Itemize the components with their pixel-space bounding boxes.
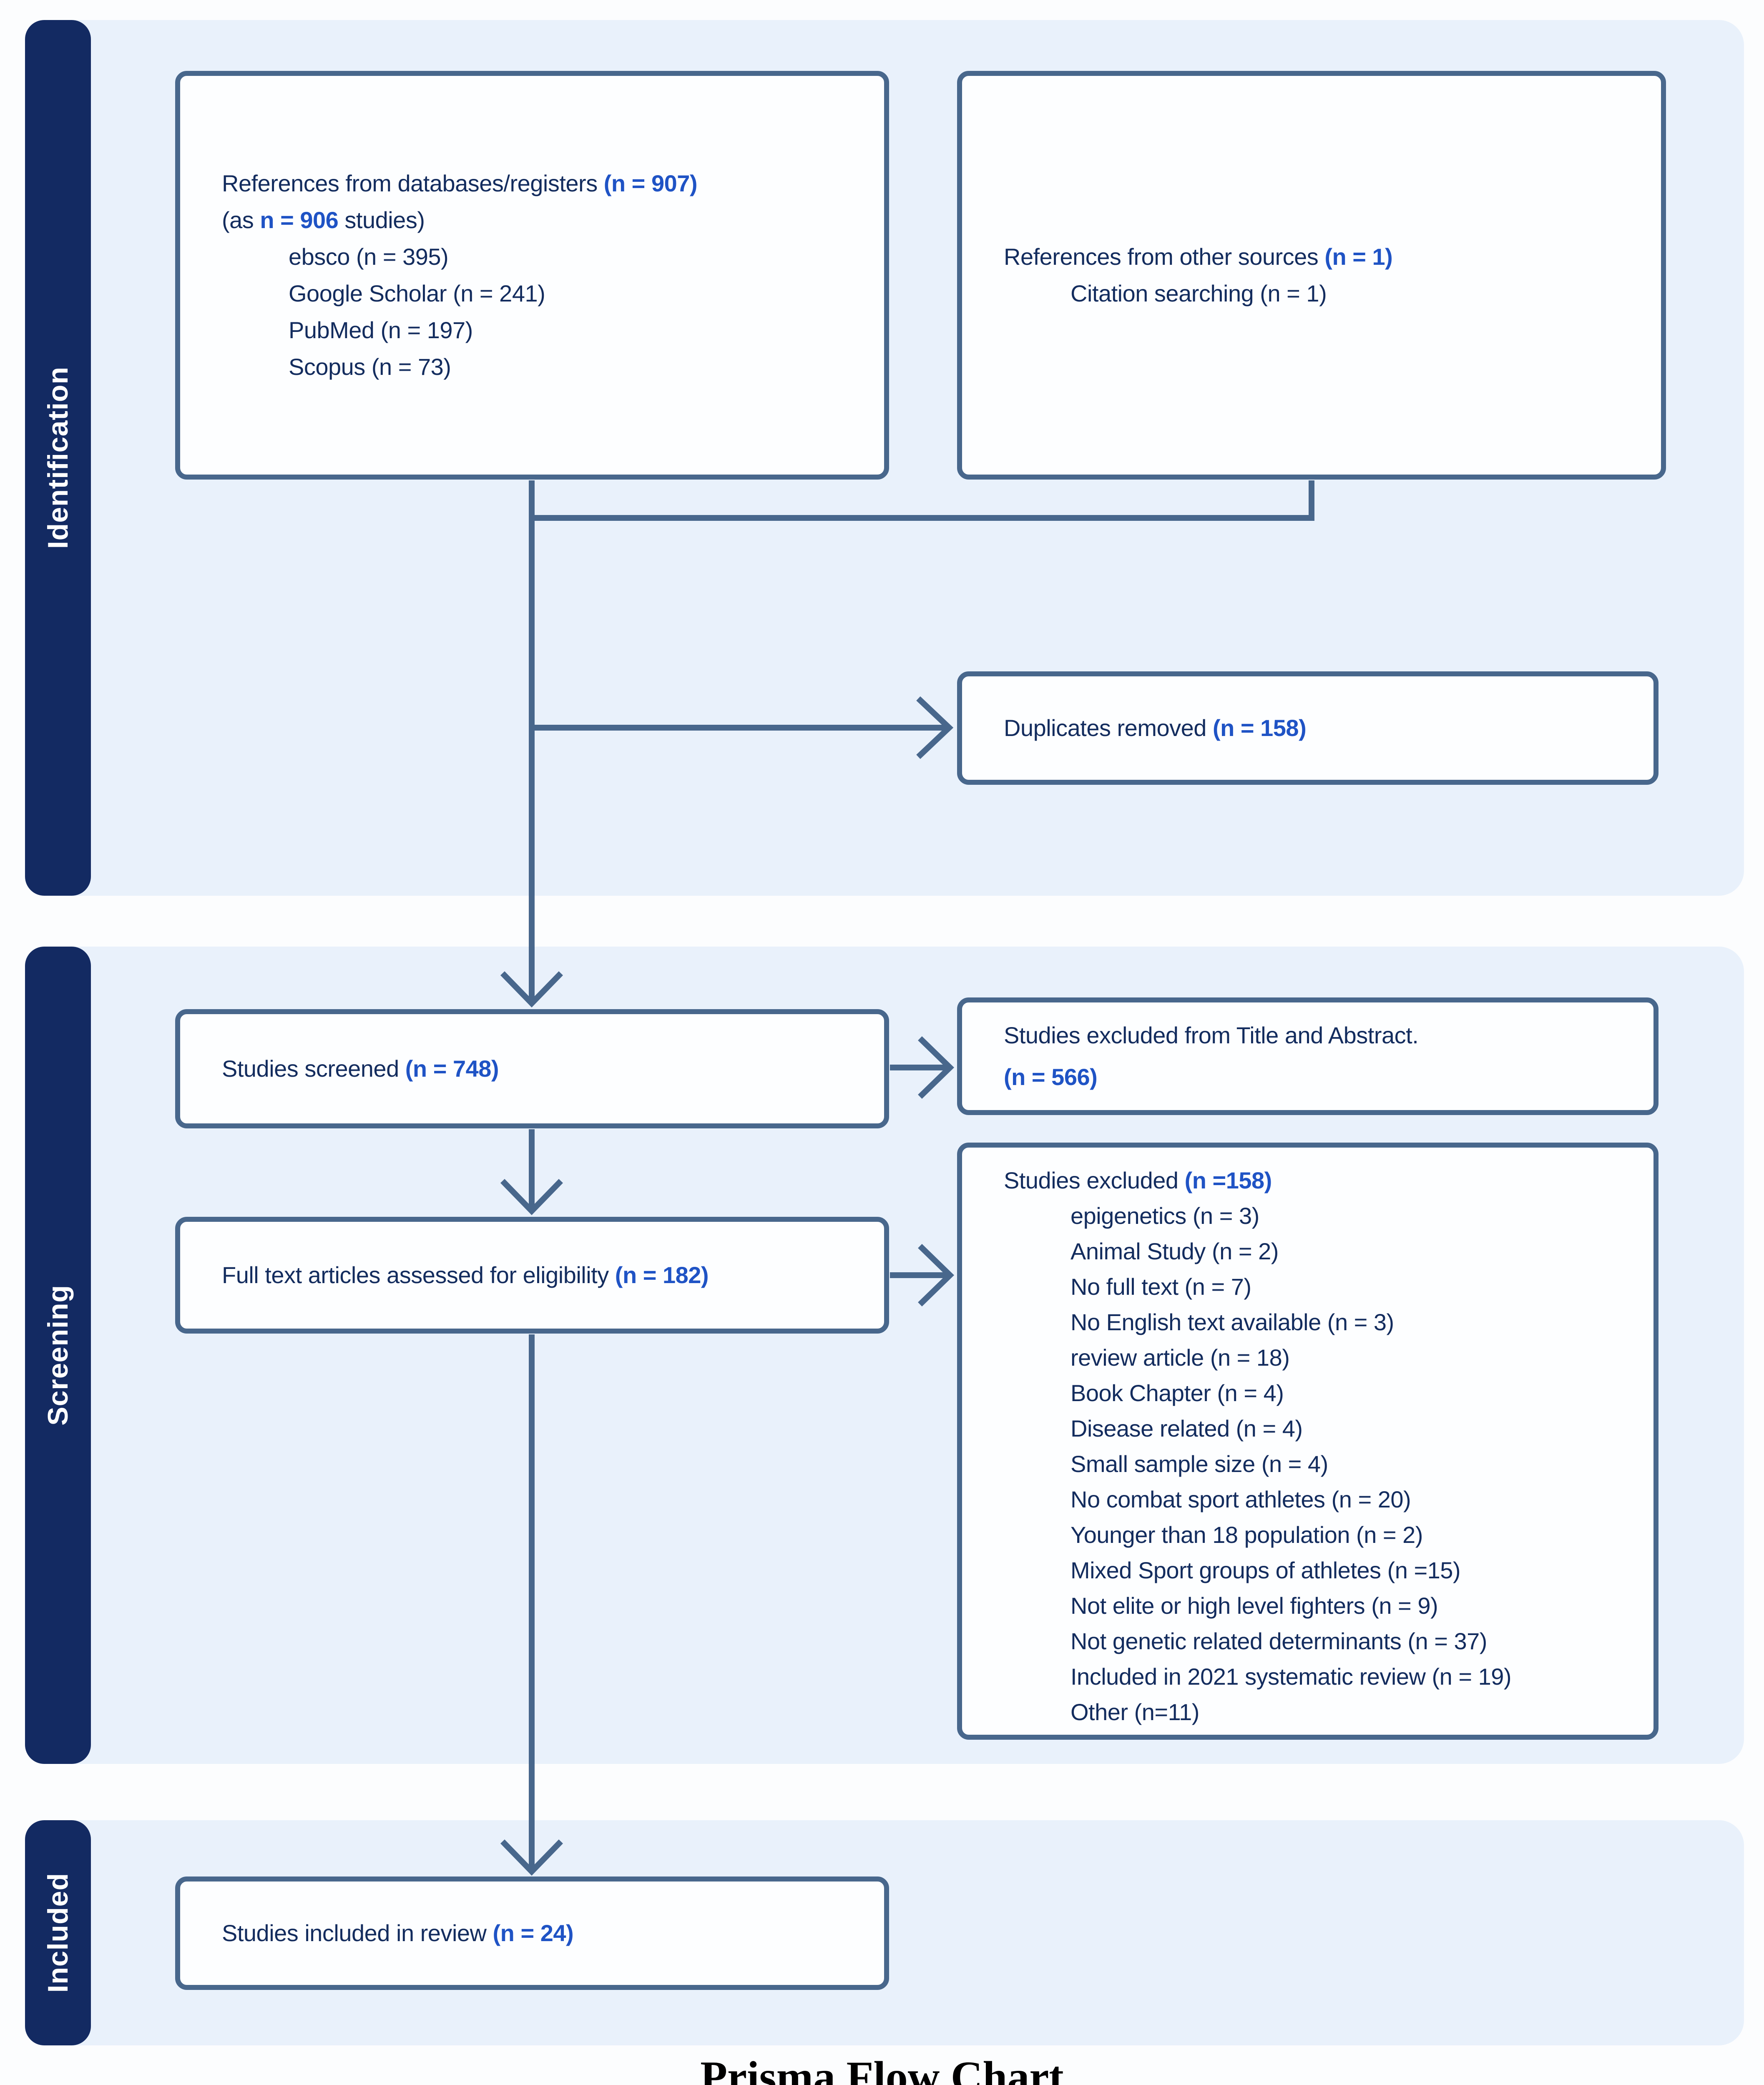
list-item: review article (n = 18)	[1070, 1344, 1290, 1371]
list-item: Disease related (n = 4)	[1070, 1415, 1303, 1442]
list-item: Not genetic related determinants (n = 37…	[1070, 1628, 1487, 1654]
excluded-fulltext-header: Studies excluded (n =158)	[1004, 1167, 1272, 1193]
list-item: Mixed Sport groups of athletes (n =15)	[1070, 1557, 1461, 1583]
other-sources-list: Citation searching (n = 1)	[1004, 275, 1661, 312]
list-item: Animal Study (n = 2)	[1070, 1238, 1279, 1264]
list-item: Small sample size (n = 4)	[1070, 1451, 1328, 1477]
box-references-databases: References from databases/registers (n =…	[175, 71, 889, 480]
box-excluded-fulltext: Studies excluded (n =158) epigenetics (n…	[957, 1143, 1658, 1740]
excluded-fulltext-reason-list: epigenetics (n = 3) Animal Study (n = 2) N…	[1004, 1198, 1653, 1730]
fulltext-line: Full text articles assessed for eligibil…	[222, 1262, 709, 1288]
list-item: Included in 2021 systematic review (n = …	[1070, 1663, 1512, 1690]
list-item: No full text (n = 7)	[1070, 1274, 1251, 1300]
screened-line: Studies screened (n = 748)	[222, 1055, 499, 1082]
included-line: Studies included in review (n = 24)	[222, 1920, 574, 1946]
excluded-ta-line1: Studies excluded from Title and Abstract…	[1004, 1022, 1419, 1048]
box-excluded-title-abstract: Studies excluded from Title and Abstract…	[957, 997, 1658, 1115]
section-bar-included: Included	[25, 1820, 91, 2045]
box-duplicates-removed: Duplicates removed (n = 158)	[957, 671, 1658, 785]
list-item: Citation searching (n = 1)	[1070, 280, 1327, 306]
list-item: PubMed (n = 197)	[289, 317, 473, 343]
list-item: No combat sport athletes (n = 20)	[1070, 1486, 1411, 1512]
list-item: Younger than 18 population (n = 2)	[1070, 1522, 1423, 1548]
section-label-included: Included	[42, 1873, 74, 1993]
list-item: No English text available (n = 3)	[1070, 1309, 1394, 1335]
box-studies-screened: Studies screened (n = 748)	[175, 1009, 889, 1128]
databases-line1: References from databases/registers (n =…	[222, 170, 698, 196]
box-references-other-sources: References from other sources (n = 1) Ci…	[957, 71, 1666, 480]
list-item: Google Scholar (n = 241)	[289, 280, 545, 306]
chart-title: Prisma Flow Chart	[700, 2052, 1064, 2085]
section-bar-identification: Identification	[25, 20, 91, 896]
excluded-ta-line2: (n = 566)	[1004, 1064, 1098, 1090]
list-item: epigenetics (n = 3)	[1070, 1203, 1259, 1229]
databases-line2: (as n = 906 studies)	[222, 207, 425, 233]
databases-source-list: ebsco (n = 395) Google Scholar (n = 241) P…	[222, 239, 884, 385]
list-item: Scopus (n = 73)	[289, 354, 451, 380]
box-fulltext-assessed: Full text articles assessed for eligibil…	[175, 1217, 889, 1334]
box-studies-included: Studies included in review (n = 24)	[175, 1876, 889, 1990]
list-item: ebsco (n = 395)	[289, 244, 449, 270]
section-label-identification: Identification	[42, 367, 74, 549]
list-item: Other (n=11)	[1070, 1699, 1199, 1725]
duplicates-line: Duplicates removed (n = 158)	[1004, 715, 1307, 741]
list-item: Not elite or high level fighters (n = 9)	[1070, 1593, 1438, 1619]
list-item: Book Chapter (n = 4)	[1070, 1380, 1284, 1406]
section-bar-screening: Screening	[25, 947, 91, 1764]
other-sources-line1: References from other sources (n = 1)	[1004, 244, 1393, 270]
section-label-screening: Screening	[42, 1285, 74, 1426]
